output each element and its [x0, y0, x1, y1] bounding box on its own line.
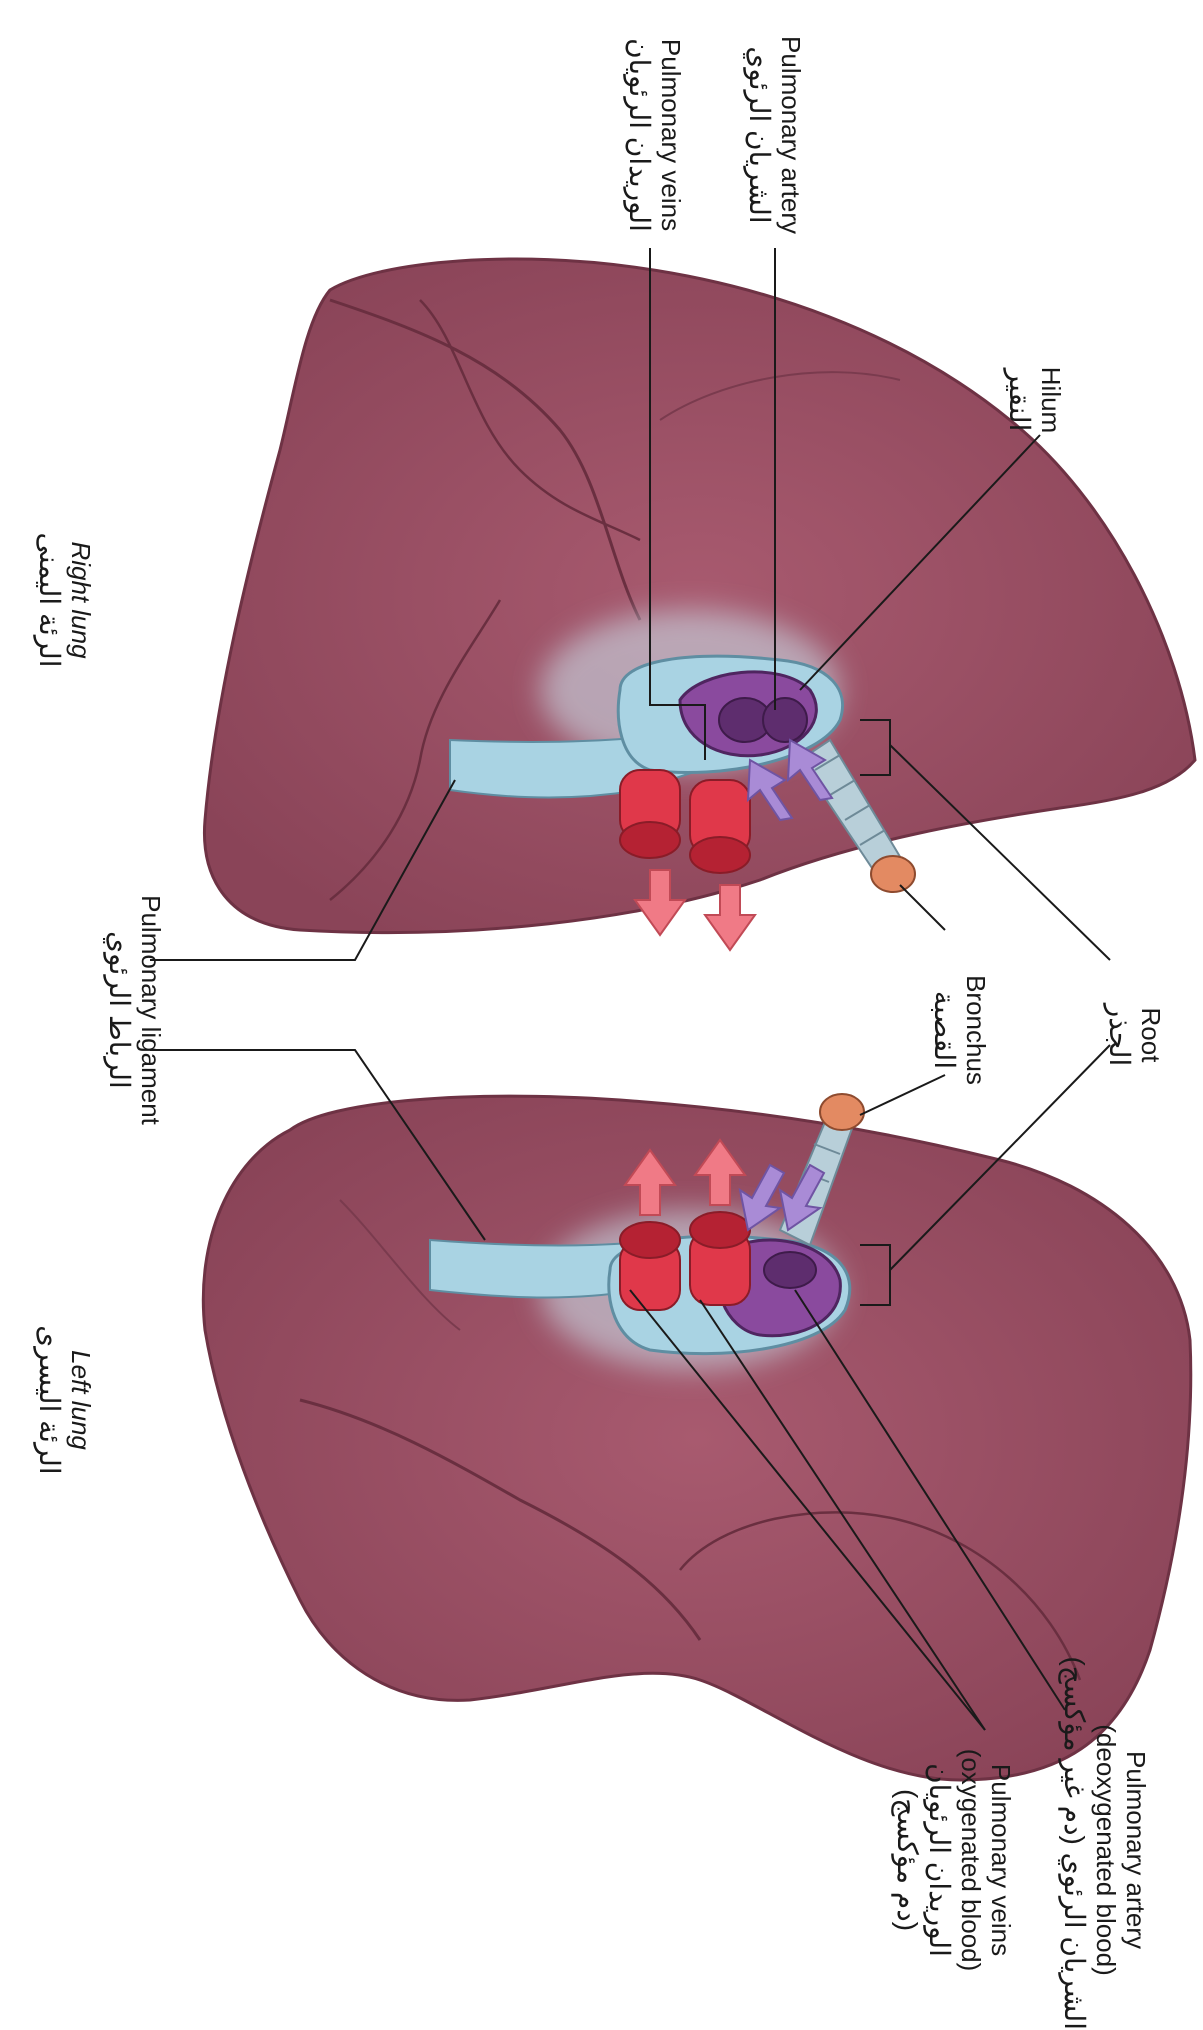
label-hilum-en: Hilum [1035, 350, 1065, 450]
label-root-ar: الجذر [1103, 985, 1135, 1085]
label-hilum: Hilum النقير [995, 350, 1065, 450]
label-pulmonary-veins-bottom-ar1: الوريدان الرئويان [923, 1710, 955, 2010]
label-pulmonary-artery-top-en: Pulmonary artery [775, 25, 805, 245]
label-pulmonary-artery-top: Pulmonary artery الشريان الرئوي [735, 25, 805, 245]
label-pulmonary-artery-bottom-ar: الشريان الرئوي (دم غير مؤكسج) [1058, 1670, 1090, 2030]
label-pulmonary-veins-top-en: Pulmonary veins [655, 25, 685, 245]
label-pulmonary-veins-top: Pulmonary veins الوريدان الرئويان [615, 25, 685, 245]
label-bronchus: Bronchus القصبة [920, 965, 990, 1095]
left-lung [203, 1094, 1190, 1780]
label-pulmonary-veins-bottom-en2: (oxygenated blood) [955, 1710, 985, 2010]
label-pulmonary-ligament-en: Pulmonary ligament [135, 880, 165, 1140]
label-bronchus-en: Bronchus [960, 965, 990, 1095]
label-right-lung-ar: الرئة اليمنى [33, 520, 65, 680]
label-hilum-ar: النقير [1003, 350, 1035, 450]
label-pulmonary-veins-bottom-ar2: (دم مؤكسج) [891, 1710, 923, 2010]
left-lung-body [203, 1096, 1190, 1780]
label-pulmonary-veins-bottom-en1: Pulmonary veins [985, 1710, 1015, 2010]
label-root: Root الجذر [1095, 985, 1165, 1085]
label-left-lung-en: Left lung [65, 1320, 95, 1480]
label-pulmonary-veins-bottom: Pulmonary veins (oxygenated blood) الوري… [885, 1710, 1015, 2010]
label-pulmonary-artery-bottom-en2: (deoxygenated blood) [1090, 1670, 1120, 2030]
label-right-lung-en: Right lung [65, 520, 95, 680]
label-pulmonary-artery-bottom: Pulmonary artery (deoxygenated blood) ال… [1050, 1670, 1150, 2030]
label-bronchus-ar: القصبة [928, 965, 960, 1095]
label-root-en: Root [1135, 985, 1165, 1085]
label-pulmonary-ligament: Pulmonary ligament الرباط الرئوي [95, 880, 165, 1140]
label-pulmonary-artery-bottom-en1: Pulmonary artery [1120, 1670, 1150, 2030]
label-pulmonary-veins-top-ar: الوريدان الرئويان [623, 25, 655, 245]
label-left-lung: Left lung الرئة اليسرى [25, 1320, 95, 1480]
label-right-lung: Right lung الرئة اليمنى [25, 520, 95, 680]
label-pulmonary-ligament-ar: الرباط الرئوي [103, 880, 135, 1140]
label-pulmonary-artery-top-ar: الشريان الرئوي [743, 25, 775, 245]
label-left-lung-ar: الرئة اليسرى [33, 1320, 65, 1480]
